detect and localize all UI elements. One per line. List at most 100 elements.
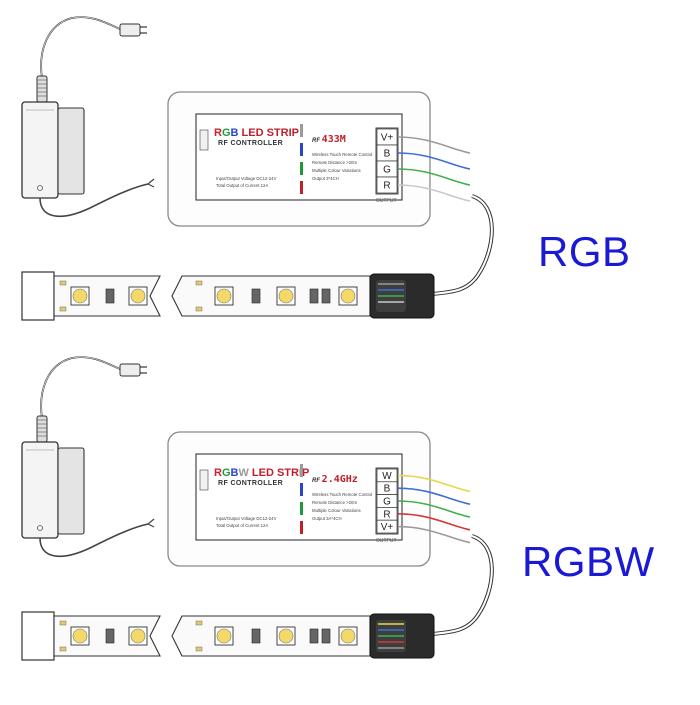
output-label: OUTPUT [376, 538, 397, 544]
color-bar [300, 521, 303, 534]
spec-line: Multiple Colour Variations [312, 508, 361, 513]
terminal-V+: V+ [381, 522, 394, 533]
dc-cord-ends [147, 518, 155, 528]
power-cord [40, 356, 123, 419]
terminal-cell [376, 176, 398, 194]
terminal-W: W [382, 471, 392, 482]
power-adapter [21, 101, 59, 199]
output-wire [397, 184, 471, 202]
terminal-R: R [383, 181, 390, 192]
led-light [340, 628, 356, 644]
power-cord [40, 16, 123, 79]
terminal-B: B [384, 149, 391, 160]
controller-label [195, 113, 403, 201]
ac-plug [119, 363, 141, 377]
led-light [72, 288, 88, 304]
controller-title: RGB LED STRIP [214, 127, 299, 139]
title-letter: B [231, 467, 239, 479]
output-label: OUTPUT [376, 198, 397, 204]
rating-current: Total Output of Current 12A [216, 523, 268, 528]
spec-line: Remote Distance >20m [312, 160, 357, 165]
resistor [309, 628, 319, 644]
solder-pad [195, 620, 203, 626]
resistor [251, 288, 261, 304]
input-connector [199, 129, 209, 151]
resistor [309, 288, 319, 304]
solder-pad [59, 646, 67, 652]
dc-cord [39, 523, 149, 557]
terminal-B: B [384, 484, 391, 495]
rgbw-label: RGBW [522, 538, 655, 585]
solder-pad [59, 620, 67, 626]
input-connector [199, 469, 209, 491]
bundled-cable [431, 194, 494, 296]
title-rest: LED STRIP [238, 127, 299, 139]
resistor [321, 628, 331, 644]
strip-end-cap [21, 271, 55, 321]
solder-pad [195, 306, 203, 312]
led-light [216, 628, 232, 644]
rgb-label: RGB [538, 228, 631, 275]
dc-cord-ends [147, 178, 155, 188]
output-wire [397, 168, 471, 186]
terminal-cell [376, 519, 398, 534]
title-letter: G [222, 127, 231, 139]
strip-segment-2 [171, 275, 371, 317]
resistor [105, 628, 115, 644]
adapter-led [37, 525, 43, 531]
output-wire [397, 136, 471, 154]
title-letter: G [222, 467, 231, 479]
strip-segment-2 [171, 615, 371, 657]
rating-current: Total Output of Current 12A [216, 183, 268, 188]
strip-end-cap [21, 611, 55, 661]
led-light [130, 288, 146, 304]
controller-subtitle: RF CONTROLLER [218, 140, 283, 147]
spec-line: Wireless Touch Remote Control [312, 152, 372, 157]
controller-label [195, 453, 403, 541]
output-wire [397, 513, 471, 531]
output-wire [397, 487, 471, 505]
color-bar [300, 483, 303, 496]
output-wire [397, 152, 471, 170]
ac-plug [119, 23, 141, 37]
color-bar [300, 502, 303, 515]
led-light [216, 288, 232, 304]
title-letter: B [231, 127, 239, 139]
title-letter: R [214, 127, 222, 139]
title-rest: LED STRIP [249, 467, 310, 479]
solder-pad [195, 646, 203, 652]
spec-line: Remote Distance >20m [312, 500, 357, 505]
rf-frequency: RF 2.4GHz [312, 474, 358, 485]
spec-line: Wireless Touch Remote Control [312, 492, 372, 497]
solder-pad [59, 306, 67, 312]
rf-frequency: RF 433M [312, 134, 346, 145]
terminal-G: G [383, 165, 391, 176]
color-bar [300, 143, 303, 156]
color-bar [300, 124, 303, 137]
dc-cord [39, 183, 149, 217]
color-bar [300, 181, 303, 194]
terminal-V+: V+ [381, 133, 394, 144]
led-light [130, 628, 146, 644]
controller-subtitle: RF CONTROLLER [218, 480, 283, 487]
led-light [278, 628, 294, 644]
adapter-side [57, 107, 85, 195]
solder-pad [59, 280, 67, 286]
terminal-G: G [383, 497, 391, 508]
output-wire [397, 474, 471, 493]
adapter-led [37, 185, 43, 191]
rating-voltage: Input/Output Voltage DC12-24V [216, 516, 277, 521]
led-light [72, 628, 88, 644]
terminal-R: R [383, 509, 390, 520]
led-light [340, 288, 356, 304]
title-letter: W [238, 467, 249, 479]
adapter-side [57, 447, 85, 535]
power-adapter [21, 441, 59, 539]
spec-line: Multiple Colour Variations [312, 168, 361, 173]
resistor [251, 628, 261, 644]
led-light [278, 288, 294, 304]
bundled-cable [431, 534, 494, 636]
